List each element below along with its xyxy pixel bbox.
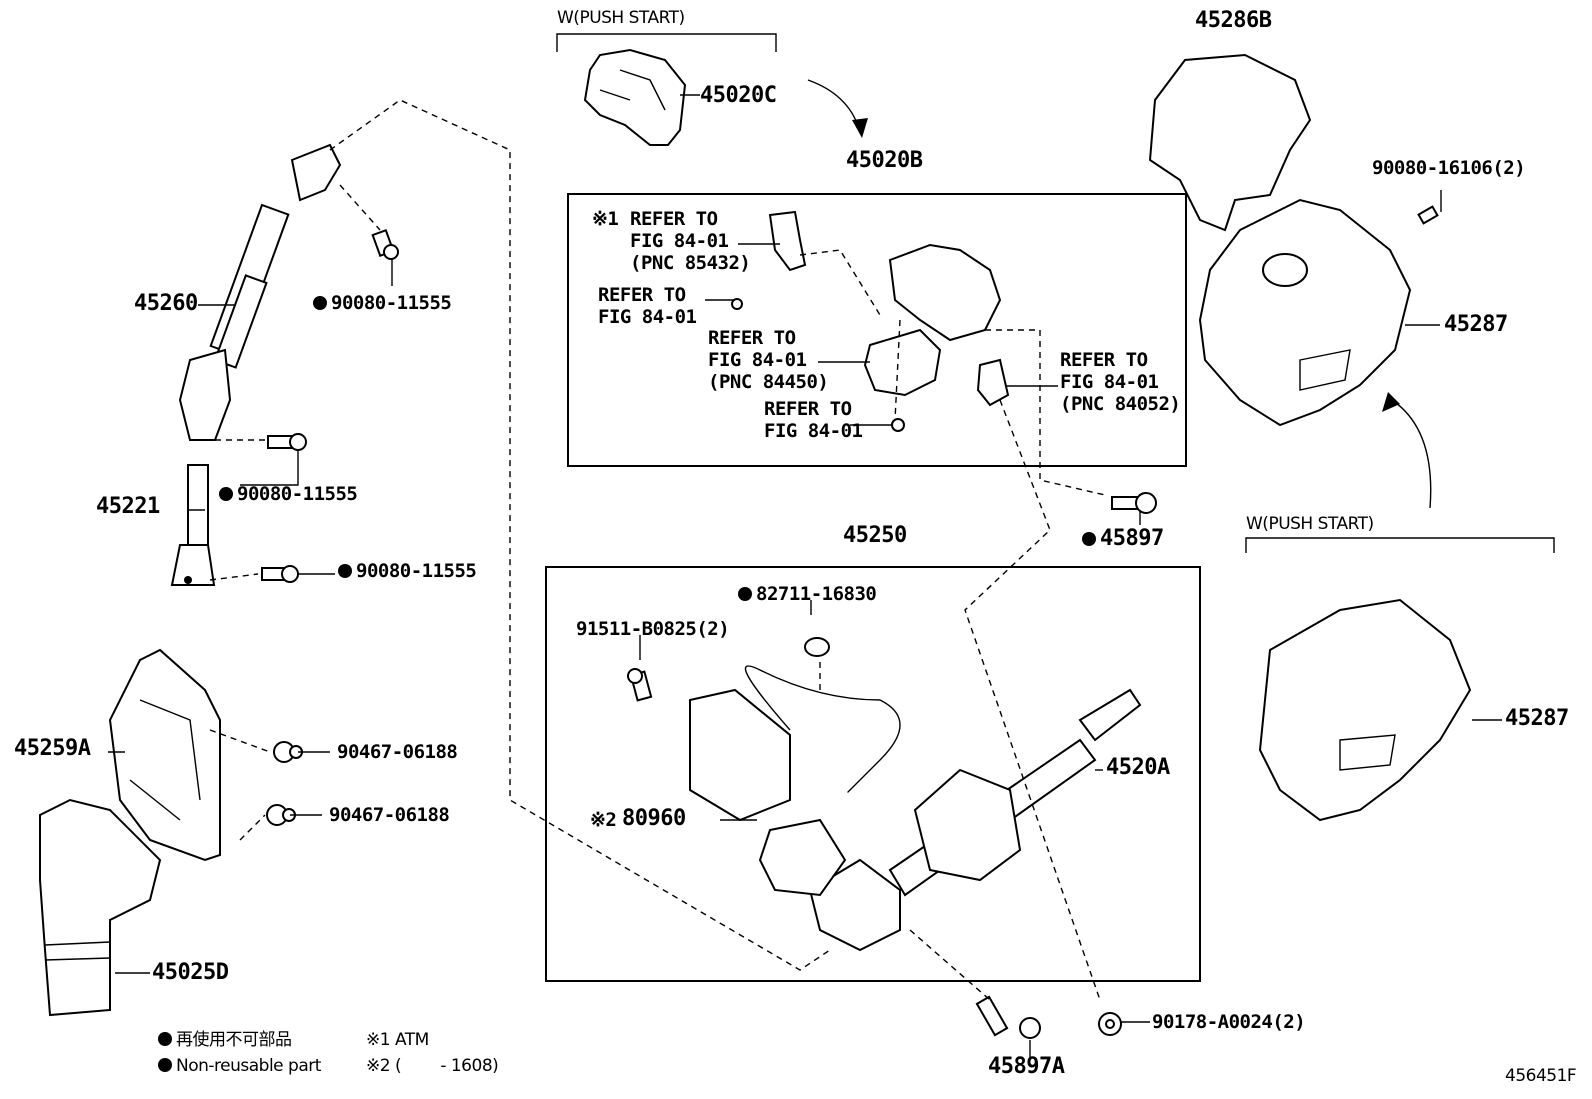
cover-45287-lower [1258,598,1472,822]
refer-3-line2: FIG 84-01 [708,349,807,371]
nut-90178 [1098,1012,1122,1036]
part-45020C: 45020C [700,83,777,108]
bolt-45897 [1111,492,1157,514]
bracket-push-start-right [1245,537,1555,553]
figure-id: 456451F [1505,1066,1577,1086]
screw-90080-16106 [1417,205,1439,225]
refer-5-line1: REFER TO [1060,349,1148,371]
part-45286B: 45286B [1195,8,1272,33]
part-45260: 45260 [134,291,198,316]
legend-note2: ※2 ( - 1608) [366,1056,499,1076]
legend-note1: ※1 ATM [366,1030,429,1050]
part-4520A: 4520A [1106,755,1170,780]
column-4520A [808,688,1142,952]
bolt-90080-11555-b [267,433,307,451]
cover-45286B [1148,53,1312,232]
refer-1-line1: REFER TO [630,208,718,230]
motor-80960 [689,665,901,897]
clamp-82711 [804,637,830,657]
arrow-curve-right [1391,399,1432,509]
part-45897A: 45897A [988,1054,1065,1079]
part-90080-11555-c: 90080-11555 [338,561,477,582]
part-90080-16106: 90080-16106(2) [1372,157,1526,179]
part-45250: 45250 [843,523,907,548]
part-90467-06188-b: 90467-06188 [329,804,450,826]
refer-2-line2: FIG 84-01 [598,306,697,328]
push-start-label-top: W(PUSH START) [557,8,685,28]
part-90080-11555-b: 90080-11555 [219,484,358,505]
part-45020B: 45020B [846,148,923,173]
note2-mark: ※2 [590,809,617,831]
boot-45025D [39,798,162,1017]
part-45287-upper: 45287 [1444,312,1508,337]
refer-1-line2: FIG 84-01 [630,230,729,252]
box-45020B [567,193,1187,467]
part-45287-lower: 45287 [1505,706,1569,731]
refer-4-line1: REFER TO [764,398,852,420]
part-45259A: 45259A [14,736,91,761]
switch-45020C [583,48,687,146]
part-90467-06188-a: 90467-06188 [337,741,458,763]
refer-3-line1: REFER TO [708,327,796,349]
bolt-90080-11555-c [261,565,299,583]
part-45221: 45221 [96,494,160,519]
part-45897: 45897 [1082,528,1164,550]
bolt-91511 [627,668,653,702]
refer-3-line3: (PNC 84450) [708,371,829,393]
part-45025D: 45025D [152,960,229,985]
part-80960: 80960 [622,806,686,831]
shaft-45221 [170,464,216,586]
part-90178-A0024: 90178-A0024(2) [1152,1011,1306,1033]
arrow-curve-top [807,79,861,133]
shaft-45260 [178,143,342,441]
switch-45020B [731,210,1010,432]
part-90080-11555-a: 90080-11555 [313,293,452,314]
cover-45259A [108,648,221,862]
refer-2-line1: REFER TO [598,284,686,306]
refer-1-line3: (PNC 85432) [630,252,751,274]
legend-en: Non-reusable part [158,1056,321,1077]
bolt-45897A [975,995,1041,1039]
refer-5-line2: FIG 84-01 [1060,371,1159,393]
cover-45287-upper [1198,198,1412,427]
refer-1-mark: ※1 [592,208,619,230]
refer-5-line3: (PNC 84052) [1060,393,1181,415]
part-91511-B0825: 91511-B0825(2) [576,618,730,640]
push-start-label-right: W(PUSH START) [1246,514,1374,534]
refer-4-line2: FIG 84-01 [764,420,863,442]
part-82711-16830: 82711-16830 [738,584,877,605]
box-45250 [545,566,1201,982]
bolt-90080-11555-a [371,228,399,260]
clip-90467-a [273,741,303,763]
bracket-push-start-top [556,33,777,52]
legend-jp: 再使用不可部品 [158,1030,292,1051]
